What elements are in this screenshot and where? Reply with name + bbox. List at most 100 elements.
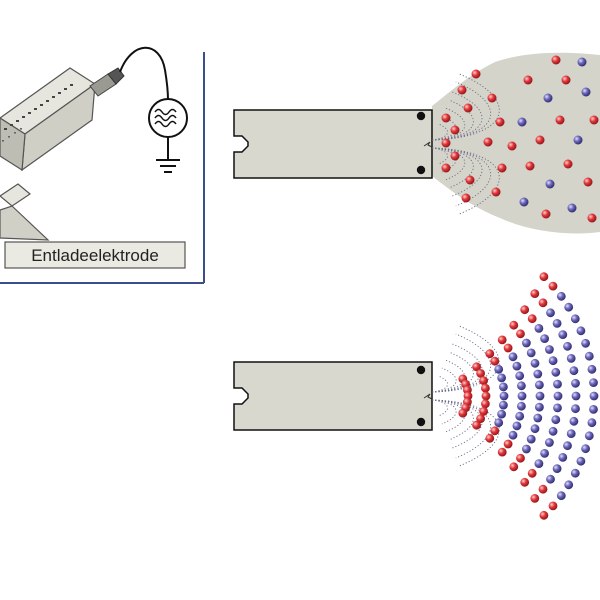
field-line	[431, 91, 483, 141]
positive-ion	[503, 439, 513, 449]
negative-ion	[499, 391, 509, 401]
positive-ion	[503, 343, 513, 353]
negative-ion	[522, 338, 531, 348]
electrode-tip-icon	[423, 393, 433, 400]
positive-ion	[450, 125, 460, 135]
negative-ion	[581, 444, 590, 454]
positive-ion	[441, 113, 451, 123]
negative-ion	[581, 87, 591, 97]
ion-cloud	[432, 52, 600, 234]
power-cable	[119, 46, 169, 101]
negative-ion	[543, 93, 553, 103]
field-line	[431, 147, 500, 215]
negative-ion	[497, 409, 506, 419]
positive-ion	[541, 209, 551, 219]
negative-ion	[512, 361, 522, 371]
positive-ion	[490, 356, 500, 366]
positive-ion	[463, 103, 473, 113]
bottom-terminals	[416, 365, 433, 427]
positive-ion	[538, 484, 548, 494]
negative-ion	[553, 379, 562, 389]
negative-ion	[535, 380, 544, 390]
positive-ion	[563, 159, 573, 169]
negative-ion	[526, 348, 536, 358]
positive-ion	[483, 137, 493, 147]
negative-ion	[563, 441, 572, 451]
positive-ion	[538, 298, 548, 308]
negative-ion	[556, 491, 566, 501]
ionizer-device	[0, 67, 125, 172]
negative-ion	[515, 411, 525, 421]
positive-ion	[491, 187, 501, 197]
negative-ion	[545, 438, 554, 447]
positive-ion	[530, 494, 540, 503]
positive-ion	[523, 75, 533, 85]
negative-ion	[573, 135, 583, 145]
ionizer-vent-row	[4, 84, 73, 130]
positive-ion	[441, 138, 451, 148]
positive-ion	[525, 161, 535, 171]
positive-ion	[485, 433, 495, 443]
negative-ion	[517, 401, 526, 411]
negative-ion	[548, 356, 558, 366]
bottom-illustration	[233, 272, 599, 520]
top-ions	[441, 55, 599, 223]
negative-ion	[522, 444, 531, 454]
negative-ion	[581, 338, 590, 348]
negative-ion	[589, 378, 598, 387]
negative-ion	[587, 418, 597, 428]
positive-ion	[551, 55, 561, 65]
electrode-label-text: Entladeelektrode	[31, 246, 159, 265]
negative-ion	[540, 449, 549, 458]
positive-ion	[527, 468, 537, 478]
negative-ion	[576, 326, 586, 336]
negative-ion	[566, 354, 576, 363]
negative-ion	[570, 468, 580, 478]
negative-ion	[535, 402, 544, 412]
negative-ion	[546, 474, 555, 484]
negative-ion	[534, 459, 544, 468]
negative-ion	[556, 291, 566, 301]
negative-ion	[534, 324, 544, 333]
positive-ion	[507, 141, 517, 151]
negative-ion	[589, 391, 599, 401]
positive-ion	[441, 163, 451, 173]
negative-ion	[589, 405, 598, 414]
positive-ion	[481, 399, 490, 409]
positive-ion	[548, 501, 558, 511]
positive-ion	[589, 115, 599, 125]
negative-ion	[571, 378, 580, 388]
negative-ion	[564, 302, 574, 312]
electrode-terminal-icon	[416, 111, 426, 121]
positive-ion	[472, 362, 481, 372]
negative-ion	[530, 358, 540, 368]
negative-ion	[545, 345, 554, 354]
positive-ion	[471, 69, 481, 79]
positive-ion	[583, 177, 593, 187]
negative-ion	[512, 421, 522, 431]
negative-ion	[587, 364, 597, 374]
positive-ion	[481, 391, 491, 401]
negative-ion	[499, 382, 508, 392]
negative-ion	[497, 373, 506, 383]
negative-ion	[515, 371, 525, 381]
negative-ion	[563, 341, 572, 351]
positive-ion	[485, 349, 495, 359]
negative-ion	[569, 366, 579, 376]
negative-ion	[569, 416, 579, 426]
negative-ion	[552, 319, 562, 328]
negative-ion	[519, 197, 529, 207]
negative-ion	[558, 330, 568, 339]
inset-panel: Entladeelektrode	[0, 46, 205, 284]
field-line	[431, 333, 491, 393]
field-line	[431, 73, 500, 141]
positive-ion	[458, 408, 468, 418]
ac-voltage-source-icon	[148, 98, 188, 138]
electrode-tip-icon	[423, 141, 433, 148]
field-line	[431, 81, 491, 141]
positive-ion	[495, 117, 505, 127]
negative-ion	[517, 391, 527, 401]
bottom-ions	[458, 272, 599, 520]
negative-ion	[546, 308, 555, 318]
